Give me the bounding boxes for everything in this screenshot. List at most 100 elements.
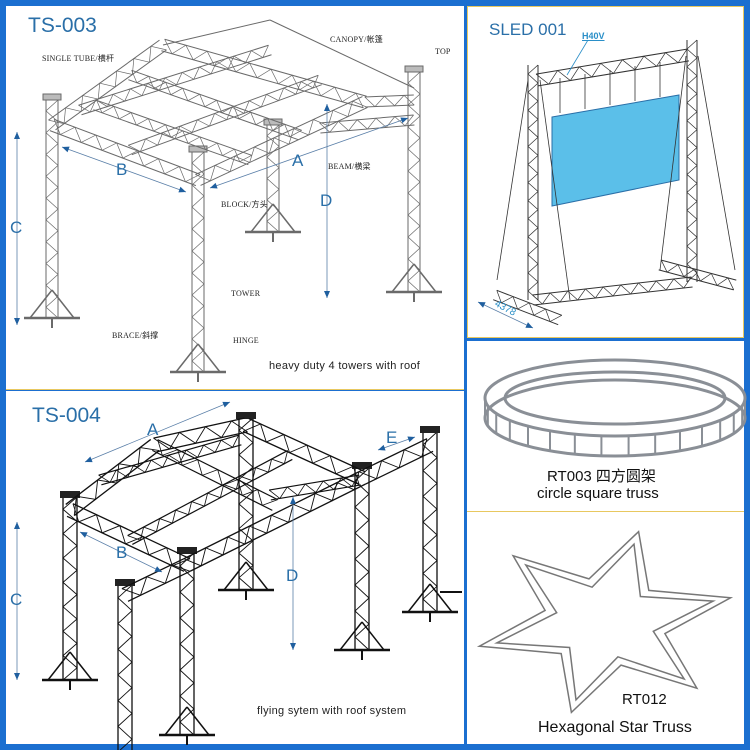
dimension-arrow xyxy=(85,456,93,463)
beam xyxy=(73,447,160,516)
dimension-b: B xyxy=(116,160,128,179)
tower xyxy=(686,39,698,283)
brace xyxy=(175,343,199,373)
beam xyxy=(364,94,414,98)
dimension-arrow xyxy=(378,444,386,451)
star-truss-inner xyxy=(493,542,717,702)
ts004-caption: flying sytem with roof system xyxy=(257,705,407,717)
guy-wire xyxy=(496,79,529,281)
roof-truss xyxy=(101,444,242,486)
dimension-arrow xyxy=(324,291,330,298)
beam xyxy=(127,570,191,602)
brace xyxy=(29,289,53,319)
tower-top-plate xyxy=(177,547,197,554)
beam xyxy=(53,119,201,183)
beam xyxy=(72,503,191,567)
tower-top-plate xyxy=(115,579,135,586)
tower xyxy=(191,151,205,373)
beam xyxy=(319,114,414,124)
beam xyxy=(358,438,428,473)
dimension-arrow xyxy=(290,497,296,504)
ts003-title: TS-003 xyxy=(28,14,97,37)
dimension-arrow xyxy=(210,182,218,189)
tower-top-plate xyxy=(404,65,424,73)
beam xyxy=(195,96,363,176)
guy-wire xyxy=(539,79,571,301)
dimension-arrow xyxy=(14,673,20,680)
roof-truss xyxy=(128,74,319,146)
beam xyxy=(121,558,185,590)
star-truss-outer xyxy=(476,530,734,714)
dimension-arrow xyxy=(478,302,486,308)
beam xyxy=(242,423,360,485)
dimension-line xyxy=(209,117,409,189)
ts004-dimension-c: C xyxy=(10,590,23,609)
beam xyxy=(156,431,248,453)
label-canopy: CANOPY/帐篷 xyxy=(330,35,383,44)
brace xyxy=(51,289,75,319)
tower-top-plate xyxy=(236,412,256,419)
brace xyxy=(391,263,415,293)
ts004-dimension-b: B xyxy=(116,543,128,562)
roof-truss xyxy=(78,44,269,106)
brace xyxy=(413,263,437,293)
tower xyxy=(62,496,78,681)
tower xyxy=(179,552,195,736)
tower xyxy=(266,124,280,233)
ground-truss xyxy=(661,259,737,281)
beam xyxy=(195,100,368,182)
roof-truss xyxy=(152,449,273,511)
label-single-tube: SINGLE TUBE/横杆 xyxy=(42,54,115,63)
beam xyxy=(53,118,201,175)
roof-truss xyxy=(157,439,278,506)
beam xyxy=(319,114,414,133)
guy-wire xyxy=(659,55,687,271)
ts004-dimension-a: A xyxy=(147,420,159,439)
ts004-panel xyxy=(6,391,464,744)
brace xyxy=(69,651,93,681)
dimension-arrow xyxy=(154,566,162,572)
circle-truss-bottom xyxy=(483,378,747,458)
beam xyxy=(48,45,167,125)
tower-top-plate xyxy=(60,491,80,498)
label-tower: TOWER xyxy=(231,289,261,298)
top-truss-h40v xyxy=(535,48,688,75)
roof-truss xyxy=(128,79,299,141)
dimension-arrow xyxy=(290,643,296,650)
dimension-line xyxy=(61,146,187,193)
dimension-arrow xyxy=(178,186,186,193)
beam xyxy=(242,430,360,485)
beam xyxy=(189,483,366,572)
roof-truss xyxy=(132,458,293,545)
dimension-line xyxy=(84,401,231,463)
brace xyxy=(361,621,385,651)
dimension-arrow xyxy=(14,522,20,529)
dimension-line xyxy=(477,301,534,329)
label-hinge: HINGE xyxy=(233,336,259,345)
dimension-c: C xyxy=(10,218,23,237)
roof-truss xyxy=(96,99,252,156)
top-truss-h40v xyxy=(535,48,688,85)
beam xyxy=(121,564,191,596)
beam xyxy=(358,438,428,480)
beam xyxy=(161,50,364,109)
brace xyxy=(272,203,296,233)
tower-top-plate xyxy=(263,118,283,126)
led-screen xyxy=(551,94,680,207)
ts003-caption: heavy duty 4 towers with roof xyxy=(269,360,421,372)
dimension-arrow xyxy=(400,117,408,124)
label-beam: BEAM/横梁 xyxy=(328,162,371,171)
tower-top-plate xyxy=(42,93,62,101)
roof-truss xyxy=(78,45,269,113)
beam xyxy=(164,39,364,108)
ts004-dimension-e: E xyxy=(386,428,398,447)
brace xyxy=(164,706,188,736)
rt003-code: RT003 四方圆架 xyxy=(547,468,656,485)
roof-truss xyxy=(96,100,252,163)
roof-truss xyxy=(131,70,302,138)
rt003-name: circle square truss xyxy=(537,485,659,502)
label-brace: BRACE/斜撑 xyxy=(112,331,159,340)
brace xyxy=(223,561,247,591)
brace xyxy=(245,561,269,591)
